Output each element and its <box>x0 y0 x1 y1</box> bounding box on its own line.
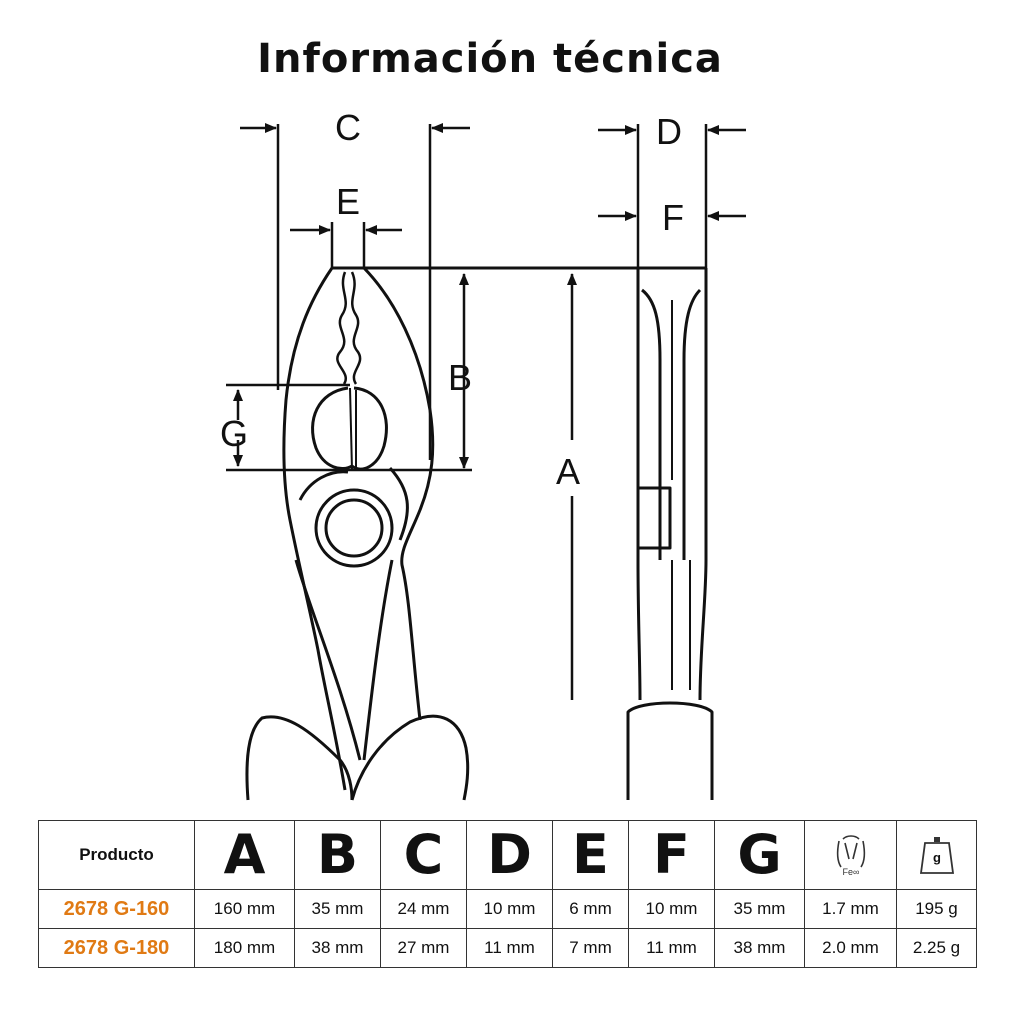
value-f: 10 mm <box>628 889 715 929</box>
dimension-g <box>226 383 472 472</box>
column-header-f: F <box>628 820 715 890</box>
value-d: 10 mm <box>466 889 553 929</box>
column-header-e: E <box>552 820 629 890</box>
product-code: 2678 G-160 <box>38 889 195 929</box>
value-c: 24 mm <box>380 889 467 929</box>
value-g: 38 mm <box>714 928 805 968</box>
value-a: 180 mm <box>194 928 295 968</box>
column-header-b: B <box>294 820 381 890</box>
specs-table: Producto A B C D E F G Fe∞ g 2678 G-160 … <box>38 820 977 968</box>
value-cutting-capacity: 1.7 mm <box>804 889 897 929</box>
product-header: Producto <box>38 820 195 890</box>
value-e: 7 mm <box>552 928 629 968</box>
value-b: 35 mm <box>294 889 381 929</box>
svg-text:Fe∞: Fe∞ <box>842 867 859 877</box>
label-d: D <box>656 111 682 152</box>
table-header-row: Producto A B C D E F G Fe∞ g <box>38 820 977 890</box>
value-weight: 2.25 g <box>896 928 977 968</box>
label-f: F <box>662 197 684 238</box>
value-f: 11 mm <box>628 928 715 968</box>
value-b: 38 mm <box>294 928 381 968</box>
product-code: 2678 G-180 <box>38 928 195 968</box>
value-cutting-capacity: 2.0 mm <box>804 928 897 968</box>
table-row: 2678 G-180 180 mm 38 mm 27 mm 11 mm 7 mm… <box>38 928 977 968</box>
label-c: C <box>335 107 361 148</box>
column-header-a: A <box>194 820 295 890</box>
label-g: G <box>220 413 248 454</box>
dimension-e <box>290 222 402 268</box>
label-e: E <box>336 181 360 222</box>
pliers-technical-drawing: C E B G A <box>220 107 746 801</box>
page-title: Información técnica <box>257 36 723 82</box>
cutting-capacity-icon: Fe∞ <box>804 820 897 890</box>
value-a: 160 mm <box>194 889 295 929</box>
value-e: 6 mm <box>552 889 629 929</box>
pliers-front-view <box>245 266 470 801</box>
value-g: 35 mm <box>714 889 805 929</box>
label-a: A <box>556 451 580 492</box>
column-header-g: G <box>714 820 805 890</box>
pliers-side-view <box>626 268 714 800</box>
weight-icon: g <box>896 820 977 890</box>
column-header-d: D <box>466 820 553 890</box>
column-header-c: C <box>380 820 467 890</box>
svg-text:g: g <box>933 850 941 865</box>
label-b: B <box>448 357 472 398</box>
table-row: 2678 G-160 160 mm 35 mm 24 mm 10 mm 6 mm… <box>38 889 977 929</box>
value-weight: 195 g <box>896 889 977 929</box>
dimension-d <box>598 124 746 268</box>
value-d: 11 mm <box>466 928 553 968</box>
value-c: 27 mm <box>380 928 467 968</box>
dimension-c <box>240 123 470 460</box>
